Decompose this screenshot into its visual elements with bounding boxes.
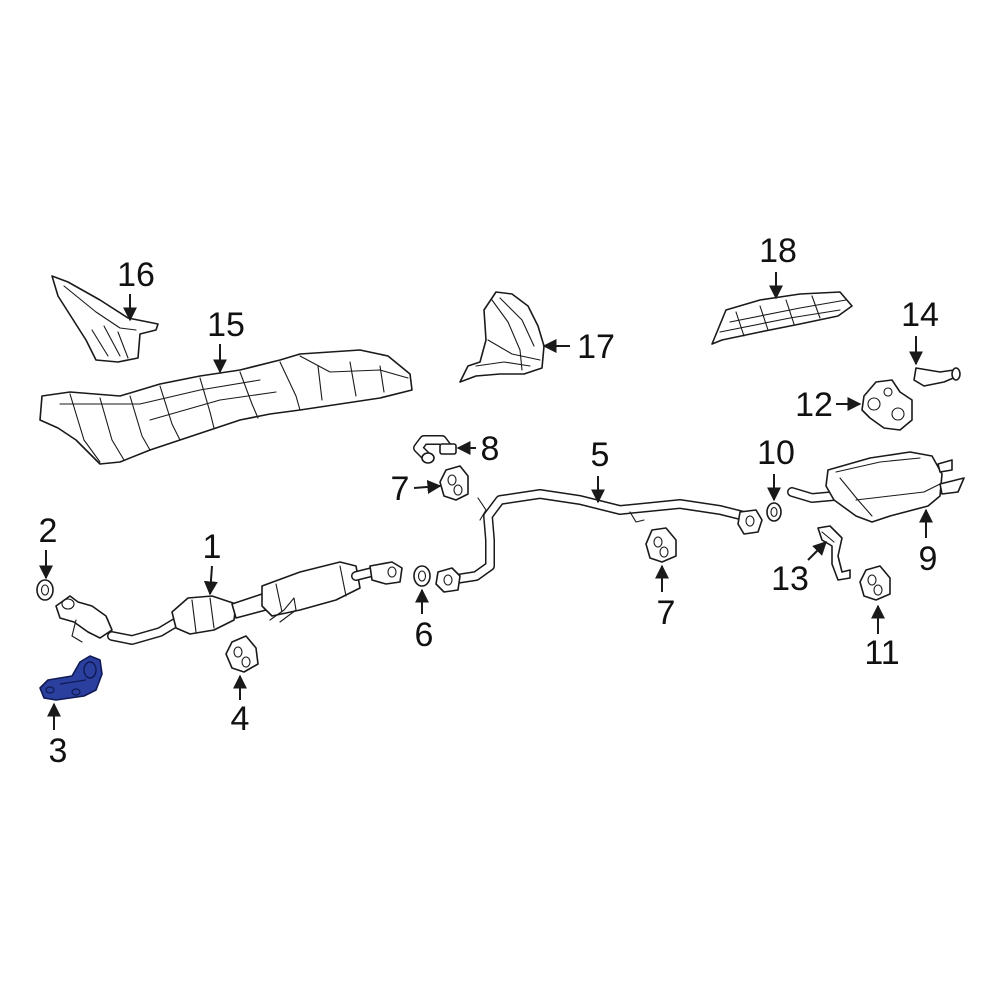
part-2-gasket[interactable] bbox=[36, 579, 54, 601]
part-6-gasket[interactable] bbox=[413, 565, 431, 587]
part-16-heat-shield-bracket[interactable] bbox=[51, 275, 159, 363]
part-15-main-heat-shield[interactable] bbox=[39, 349, 413, 465]
part-7-hanger-lower[interactable] bbox=[645, 527, 677, 563]
callout-labels: 1 2 3 4 5 6 7 7 8 9 10 11 12 13 14 15 16… bbox=[39, 232, 939, 770]
callout-10: 10 bbox=[757, 434, 795, 472]
part-18-rear-heat-shield[interactable] bbox=[711, 291, 853, 345]
callout-18: 18 bbox=[759, 232, 797, 270]
callout-3: 3 bbox=[49, 732, 68, 770]
callout-9: 9 bbox=[919, 540, 938, 578]
part-11-hanger[interactable] bbox=[859, 565, 891, 601]
callout-5: 5 bbox=[591, 436, 610, 474]
callout-2: 2 bbox=[39, 512, 58, 550]
part-7-hanger-upper[interactable] bbox=[439, 465, 469, 501]
part-5-center-pipe[interactable] bbox=[435, 489, 763, 593]
part-8-u-clamp[interactable] bbox=[413, 435, 457, 464]
callout-1: 1 bbox=[203, 528, 222, 566]
callout-7-lower: 7 bbox=[657, 594, 676, 632]
callout-11: 11 bbox=[864, 634, 899, 672]
callout-13: 13 bbox=[771, 560, 809, 598]
callout-6: 6 bbox=[415, 616, 434, 654]
callout-17: 17 bbox=[577, 328, 615, 366]
callout-7-upper: 7 bbox=[391, 470, 410, 508]
callout-16: 16 bbox=[117, 256, 155, 294]
part-17-heat-insulator[interactable] bbox=[459, 291, 545, 383]
part-10-gasket[interactable] bbox=[766, 502, 782, 522]
part-14-hanger-rod[interactable] bbox=[913, 367, 961, 387]
part-12-rear-hanger-bracket[interactable] bbox=[861, 379, 913, 431]
callout-4: 4 bbox=[231, 700, 250, 738]
part-4-hanger[interactable] bbox=[225, 635, 259, 673]
part-3-heat-shield-bracket[interactable] bbox=[39, 655, 103, 701]
part-9-muffler[interactable] bbox=[787, 451, 965, 523]
part-1-front-pipe-catalytic-converter[interactable] bbox=[55, 561, 403, 645]
callout-14: 14 bbox=[901, 296, 939, 334]
callout-leaders bbox=[39, 272, 933, 730]
part-13-muffler-bracket[interactable] bbox=[817, 525, 851, 581]
callout-8: 8 bbox=[481, 430, 500, 468]
callout-15: 15 bbox=[207, 306, 245, 344]
callout-12: 12 bbox=[795, 386, 833, 424]
